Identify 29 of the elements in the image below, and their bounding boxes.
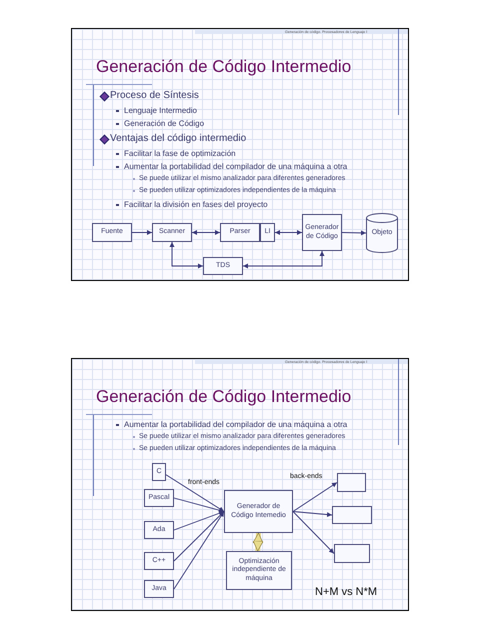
arrow <box>252 532 264 552</box>
arrow <box>342 230 366 236</box>
bullet-text: Lenguaje Intermedio <box>124 106 197 116</box>
arrow <box>132 230 152 235</box>
process-box <box>334 544 370 563</box>
slide-title: Generación de Código Intermedio <box>96 57 352 77</box>
bullet-text: Ventajas del código intermedio <box>110 133 246 144</box>
slide-title: Generación de Código Intermedio <box>96 387 352 407</box>
arrow <box>192 230 220 235</box>
arrow <box>174 511 224 562</box>
bullet-text: Proceso de Síntesis <box>110 90 199 102</box>
arrow <box>174 498 224 513</box>
bullet-text: Aumentar la portabilidad del compilador de una máquina a otra <box>124 420 348 430</box>
bullet-text: Facilitar la fase de optimización <box>124 149 236 158</box>
bullet-text: Generación de Código <box>124 119 204 128</box>
bullet-text: Facilitar la división en fases del proyecto <box>124 200 268 210</box>
arrow <box>292 511 332 518</box>
arrow <box>170 242 204 268</box>
bullet-text: Aumentar la portabilidad del compilador de una máquina a otra <box>124 162 348 172</box>
arrow <box>174 510 224 530</box>
arrow <box>174 511 224 590</box>
arrow <box>274 230 302 235</box>
arrow <box>242 250 324 268</box>
formula-text: N+M vs N*M <box>315 586 378 599</box>
process-box <box>332 506 372 524</box>
arrow <box>292 482 338 512</box>
arrow <box>292 511 334 554</box>
arrow <box>166 474 224 512</box>
process-box <box>337 473 366 492</box>
